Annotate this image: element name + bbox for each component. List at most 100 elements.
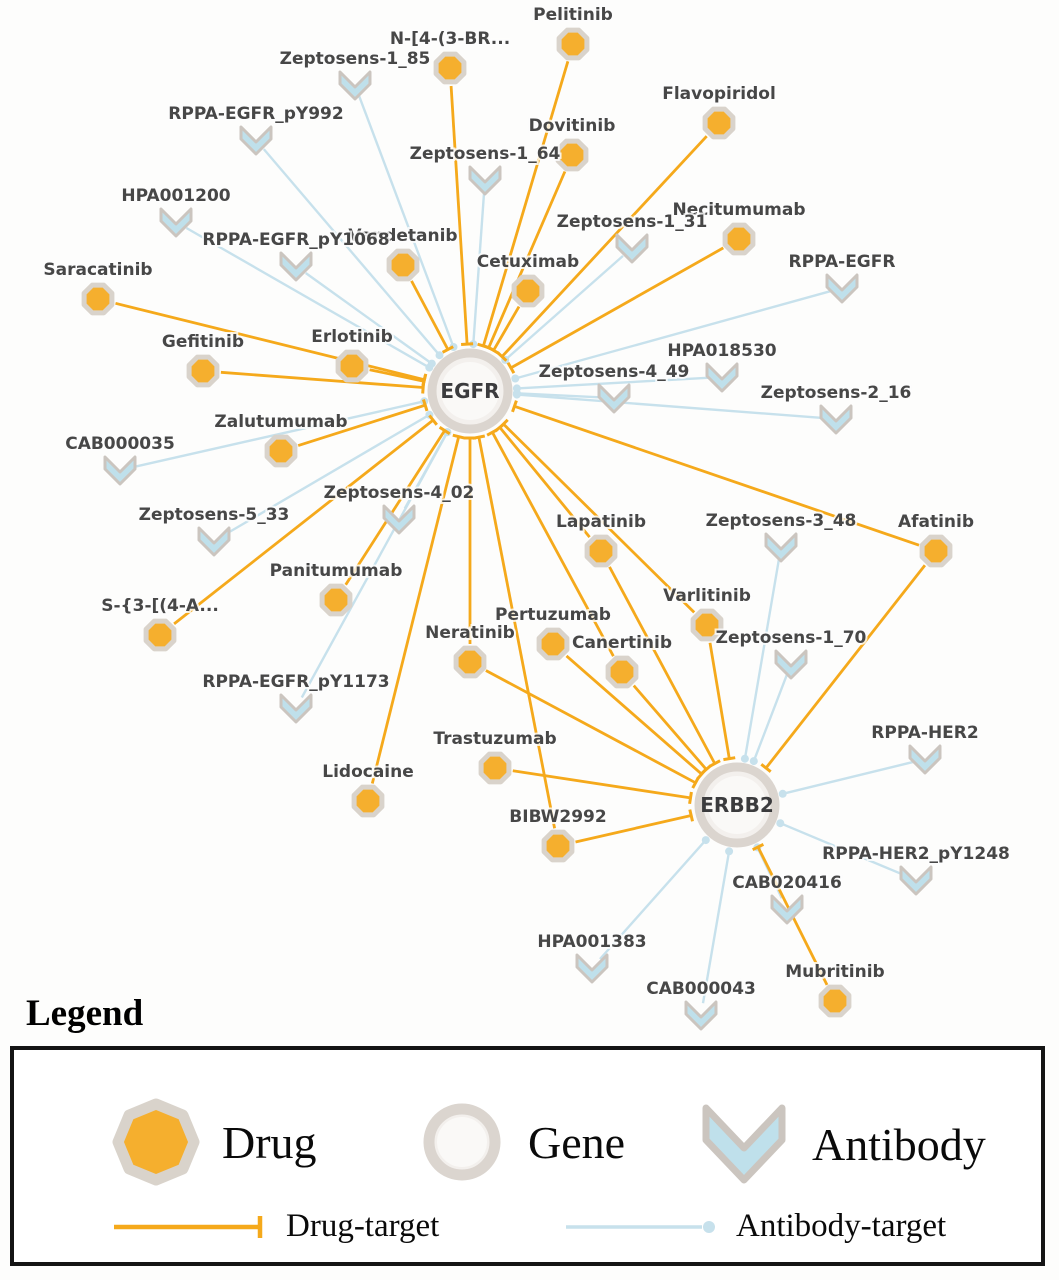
antibody-label-zeptosens-5-33: Zeptosens-5_33 (139, 505, 290, 525)
drug-node-pertuzumab[interactable] (536, 627, 570, 661)
antibody-label-zeptosens-2-16: Zeptosens-2_16 (761, 383, 912, 403)
drug-target-edge-erlotinib (369, 368, 427, 388)
antibody-target-edge-rppa-her2-py1248 (776, 819, 906, 877)
antibody-node-zeptosens-2-16[interactable] (819, 404, 853, 435)
antibody-label-hpa001383: HPA001383 (537, 932, 646, 952)
drug-target-edge-varlitinib (708, 642, 736, 762)
drug-target-edge-flavopiridol (496, 135, 708, 362)
gene-node-erbb2[interactable] (694, 762, 780, 848)
legend-item-drug-target: Drug-target (110, 1208, 439, 1245)
antibody-label-zeptosens-1-70: Zeptosens-1_70 (716, 628, 867, 648)
antibody-label-zeptosens-4-02: Zeptosens-4_02 (324, 483, 475, 503)
antibody-edge-layer (131, 95, 914, 1004)
antibody-label-zeptosens-3-48: Zeptosens-3_48 (706, 511, 857, 531)
antibody-target-edge-rppa-egfr-py1068 (304, 272, 436, 368)
drug-label-n-4-3-br: N-[4-(3-BR... (390, 29, 510, 49)
drug-node-afatinib[interactable] (919, 534, 953, 568)
antibody-node-cab000035[interactable] (103, 455, 137, 486)
antibody-node-hpa001383[interactable] (575, 953, 609, 984)
drug-target-edge-vandetanib (410, 280, 454, 354)
antibody-label-rppa-egfr-py1173: RPPA-EGFR_pY1173 (202, 672, 389, 692)
drug-node-cetuximab[interactable] (511, 274, 545, 308)
drug-node-gefitinib[interactable] (186, 354, 220, 388)
antibody-label-rppa-egfr-py992: RPPA-EGFR_pY992 (168, 104, 343, 124)
legend-gene-label: Gene (528, 1116, 626, 1168)
drug-node-mubritinib[interactable] (818, 984, 852, 1018)
drug-label-erlotinib: Erlotinib (311, 327, 393, 347)
antibody-node-cab020416[interactable] (770, 894, 804, 925)
antibody-node-cab000043[interactable] (684, 1000, 718, 1031)
drug-node-trastuzumab[interactable] (478, 751, 512, 785)
antibody-target-edge-zeptosens-3-48 (740, 558, 781, 763)
drug-target-edge-trastuzumab (512, 769, 693, 805)
legend-item-drug: Drug (106, 1092, 317, 1192)
antibody-target-edge-rppa-her2 (778, 760, 914, 798)
drug-node-saracatinib[interactable] (81, 282, 115, 316)
drug-node-vandetanib[interactable] (386, 248, 420, 282)
drug-node-erlotinib[interactable] (335, 349, 369, 383)
antibody-node-zeptosens-5-33[interactable] (197, 526, 231, 557)
drug-target-edge-lapatinib (608, 566, 721, 768)
drug-node-flavopiridol[interactable] (702, 106, 736, 140)
gene-label-egfr: EGFR (440, 379, 499, 403)
drug-target-edge-neratinib (464, 436, 476, 644)
legend-box: Drug Gene Antibody Drug-target Antibody-… (10, 1046, 1045, 1266)
antibody-node-zeptosens-1-85[interactable] (338, 70, 372, 101)
antibody-node-hpa018530[interactable] (705, 362, 739, 393)
drug-node-dovitinib[interactable] (555, 138, 589, 172)
antibody-target-edge-rppa-egfr (511, 290, 831, 383)
drug-target-edge-lidocaine (370, 433, 465, 784)
antibody-label-cab020416: CAB020416 (732, 873, 842, 893)
antibody-node-zeptosens-1-70[interactable] (774, 649, 808, 680)
drug-label-neratinib: Neratinib (425, 623, 515, 643)
antibody-node-rppa-her2[interactable] (908, 744, 942, 775)
antibody-label-rppa-egfr-py1068: RPPA-EGFR_pY1068 (202, 230, 389, 250)
drug-target-edge-necitumumab (506, 246, 724, 374)
drug-node-panitumumab[interactable] (319, 583, 353, 617)
drug-target-edge-afatinib (511, 400, 920, 547)
drug-target-edge-canertinib (486, 428, 615, 657)
antibody-node-rppa-egfr-py992[interactable] (239, 125, 273, 156)
antibody-node-hpa001200[interactable] (159, 207, 193, 238)
antibody-label-cab000043: CAB000043 (646, 979, 756, 999)
antibody-node-zeptosens-4-49[interactable] (597, 383, 631, 414)
antibody-node-zeptosens-4-02[interactable] (382, 504, 416, 535)
drug-node-zalutumumab[interactable] (264, 434, 298, 468)
drug-label-flavopiridol: Flavopiridol (662, 84, 776, 104)
antibody-node-rppa-egfr-py1068[interactable] (279, 251, 313, 282)
legend-antibody-label: Antibody (812, 1118, 986, 1170)
drug-node-necitumumab[interactable] (722, 222, 756, 256)
antibody-node-rppa-egfr-py1173[interactable] (279, 693, 313, 724)
drug-node-neratinib[interactable] (453, 645, 487, 679)
legend-title: Legend (26, 993, 144, 1034)
gene-node-egfr[interactable] (427, 348, 513, 434)
antibody-target-edge-zeptosens-1-31 (501, 255, 624, 364)
drug-node-lapatinib[interactable] (584, 534, 618, 568)
drug-node-pelitinib[interactable] (556, 27, 590, 61)
antibody-node-zeptosens-3-48[interactable] (764, 532, 798, 563)
legend-drug-target-label: Drug-target (286, 1208, 440, 1244)
antibody-node-rppa-her2-py1248[interactable] (899, 865, 933, 896)
drug-node-icon (112, 1098, 200, 1186)
drug-label-trastuzumab: Trastuzumab (433, 729, 556, 749)
drug-label-canertinib: Canertinib (572, 633, 672, 653)
drug-label-pelitinib: Pelitinib (533, 5, 613, 25)
drug-label-pertuzumab: Pertuzumab (495, 605, 611, 625)
drug-node-n-4-3-br[interactable] (433, 51, 467, 85)
drug-label-gefitinib: Gefitinib (162, 332, 244, 352)
drug-target-edge-pertuzumab (565, 654, 707, 780)
drug-label-vandetanib: Vandetanib (348, 226, 457, 246)
drug-node-canertinib[interactable] (605, 655, 639, 689)
drug-target-edge-bibw2992 (575, 809, 694, 844)
antibody-node-zeptosens-1-64[interactable] (468, 165, 502, 196)
node-layer (81, 27, 953, 1031)
drug-target-edge-icon (114, 1215, 263, 1238)
drug-node-bibw2992[interactable] (541, 829, 575, 863)
antibody-node-zeptosens-1-31[interactable] (615, 233, 649, 264)
drug-target-edge-varlitinib (498, 418, 696, 614)
drug-label-lidocaine: Lidocaine (322, 762, 414, 782)
drug-node-lidocaine[interactable] (351, 784, 385, 818)
drug-node-s-3-4-a[interactable] (143, 618, 177, 652)
drug-node-varlitinib[interactable] (690, 608, 724, 642)
antibody-node-rppa-egfr[interactable] (825, 273, 859, 304)
